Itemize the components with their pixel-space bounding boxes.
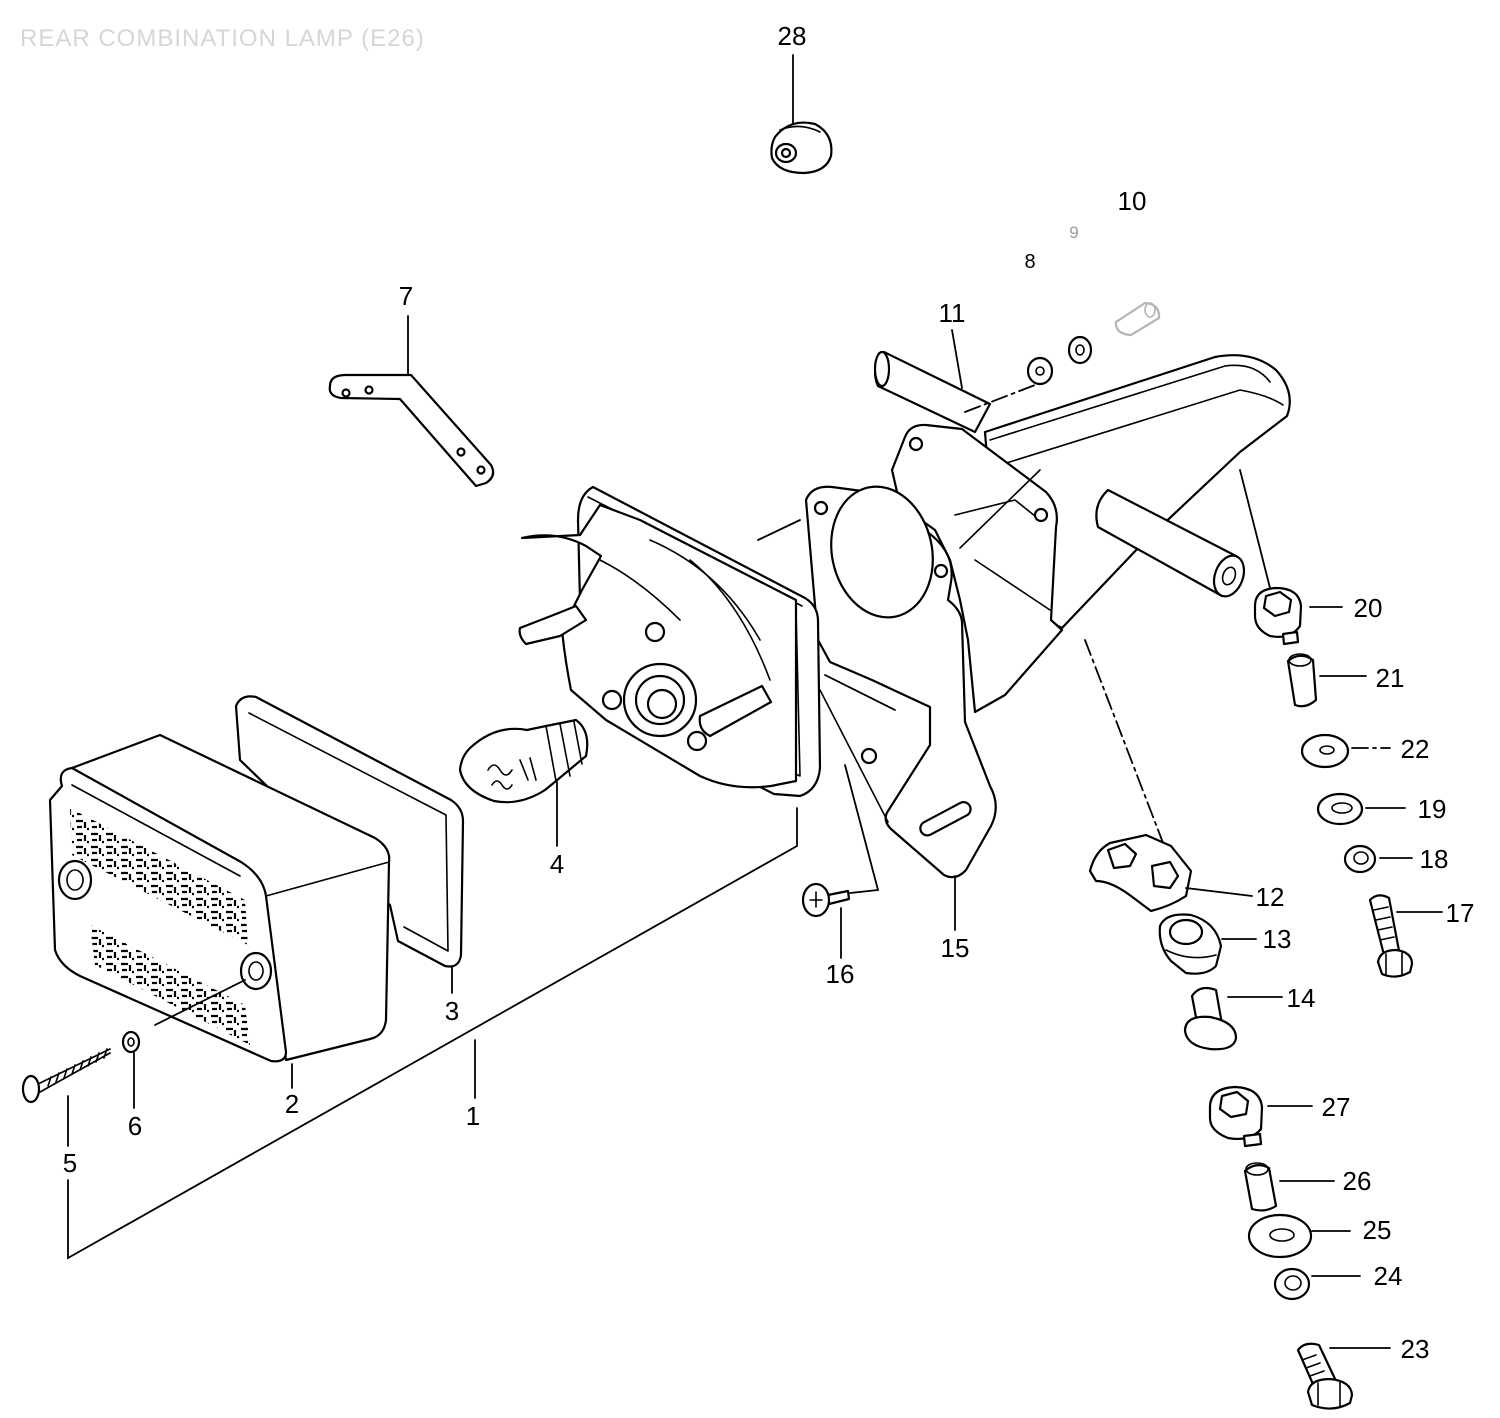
part-20-cap-nut bbox=[1253, 586, 1303, 646]
callout-10: 10 bbox=[1118, 186, 1147, 216]
part-18-lock-washer bbox=[1343, 844, 1377, 874]
plate-large-hole bbox=[830, 485, 934, 619]
part-17-bolt bbox=[1368, 894, 1414, 978]
rear-plate bbox=[890, 423, 1064, 714]
callout-4: 4 bbox=[550, 849, 564, 879]
housing-hole bbox=[644, 621, 666, 643]
callout-26: 26 bbox=[1343, 1166, 1372, 1196]
bulb-glass bbox=[458, 718, 589, 804]
callout-22: 22 bbox=[1401, 734, 1430, 764]
leader-11 bbox=[951, 329, 963, 389]
callout-5: 5 bbox=[63, 1148, 77, 1178]
centerline-16 bbox=[844, 764, 879, 891]
part-13-grommet bbox=[1158, 913, 1223, 975]
centerline-5-lens bbox=[154, 979, 246, 1026]
tube-end-lower bbox=[1212, 554, 1246, 598]
part-10-collar bbox=[1114, 301, 1161, 337]
part-12-clamp bbox=[1088, 833, 1193, 913]
callout-11: 11 bbox=[939, 298, 966, 328]
housing-hole bbox=[686, 730, 708, 752]
lens-pattern-lower bbox=[90, 925, 250, 1045]
centerline-lamp-plate bbox=[757, 519, 801, 541]
callout-9: 9 bbox=[1069, 223, 1078, 242]
bracket-tube-lower bbox=[1095, 488, 1238, 598]
callout-24: 24 bbox=[1374, 1261, 1403, 1291]
centerline-housing-20 bbox=[1239, 469, 1271, 589]
part-21-collar bbox=[1286, 653, 1318, 708]
part-26-collar bbox=[1243, 1162, 1278, 1212]
centerline-11-8 bbox=[964, 384, 1036, 413]
part-8-washer bbox=[1026, 356, 1054, 386]
diagram-title: REAR COMBINATION LAMP (E26) bbox=[20, 25, 425, 52]
part-11-bracket-housing bbox=[873, 350, 1291, 714]
terminal-tab bbox=[518, 604, 588, 646]
centerline-lamp-plate-lower bbox=[824, 674, 896, 711]
part-23-bolt bbox=[1296, 1342, 1354, 1410]
part-14-bolt bbox=[1183, 986, 1238, 1051]
part-16-screw bbox=[801, 882, 851, 918]
plate-slot bbox=[919, 801, 972, 837]
callout-12: 12 bbox=[1256, 882, 1285, 912]
callout-21: 21 bbox=[1376, 663, 1405, 693]
part-7-bracket bbox=[328, 373, 495, 488]
callout-17: 17 bbox=[1446, 898, 1475, 928]
callout-25: 25 bbox=[1363, 1215, 1392, 1245]
lens-screw-hole bbox=[239, 951, 273, 991]
part-28-grommet bbox=[770, 121, 833, 175]
centerline-housing-12 bbox=[1084, 639, 1166, 849]
lamp-housing bbox=[518, 485, 822, 798]
part-15-mounting-plate bbox=[804, 485, 997, 879]
callout-13: 13 bbox=[1263, 924, 1292, 954]
part-2-lens bbox=[48, 733, 391, 1063]
plate-hole bbox=[933, 563, 949, 579]
lens-screw-hole bbox=[57, 859, 93, 901]
part-24-lock-washer bbox=[1273, 1267, 1311, 1301]
part-27-cap-nut bbox=[1208, 1085, 1264, 1148]
bracket-tube-upper bbox=[873, 350, 992, 434]
callout-7: 7 bbox=[399, 281, 413, 311]
callout-6: 6 bbox=[128, 1111, 142, 1141]
callout-20: 20 bbox=[1354, 593, 1383, 623]
plate-hole bbox=[813, 500, 829, 516]
part-19-washer bbox=[1316, 792, 1364, 826]
assembly-bracket-1 bbox=[67, 807, 798, 1260]
callout-14: 14 bbox=[1287, 983, 1316, 1013]
callout-18: 18 bbox=[1420, 844, 1449, 874]
callout-19: 19 bbox=[1418, 794, 1447, 824]
callout-28: 28 bbox=[778, 21, 807, 51]
callout-15: 15 bbox=[941, 933, 970, 963]
part-5-screw bbox=[21, 1048, 111, 1104]
tube-end-upper bbox=[873, 350, 891, 388]
part-22-washer bbox=[1300, 733, 1350, 769]
plate-screw-hole bbox=[860, 747, 878, 765]
rear-plate-hole bbox=[908, 436, 924, 452]
rear-plate-hole bbox=[1033, 507, 1049, 523]
screw-head-5 bbox=[21, 1074, 41, 1104]
part-25-washer bbox=[1247, 1213, 1313, 1259]
housing-hole bbox=[601, 689, 623, 711]
part-6-washer bbox=[121, 1030, 141, 1054]
callout-3: 3 bbox=[445, 996, 459, 1026]
part-9-lock-washer bbox=[1067, 335, 1093, 365]
callout-1: 1 bbox=[466, 1101, 480, 1131]
callout-16: 16 bbox=[826, 959, 855, 989]
callout-27: 27 bbox=[1322, 1092, 1351, 1122]
callout-23: 23 bbox=[1401, 1334, 1430, 1364]
part-4-bulb bbox=[458, 718, 589, 804]
callout-8: 8 bbox=[1024, 251, 1035, 273]
callout-2: 2 bbox=[285, 1089, 299, 1119]
leader-12 bbox=[1185, 887, 1253, 897]
centerline-16-end bbox=[849, 889, 879, 894]
lens-pattern-upper bbox=[70, 808, 248, 945]
housing-stud bbox=[698, 684, 773, 738]
